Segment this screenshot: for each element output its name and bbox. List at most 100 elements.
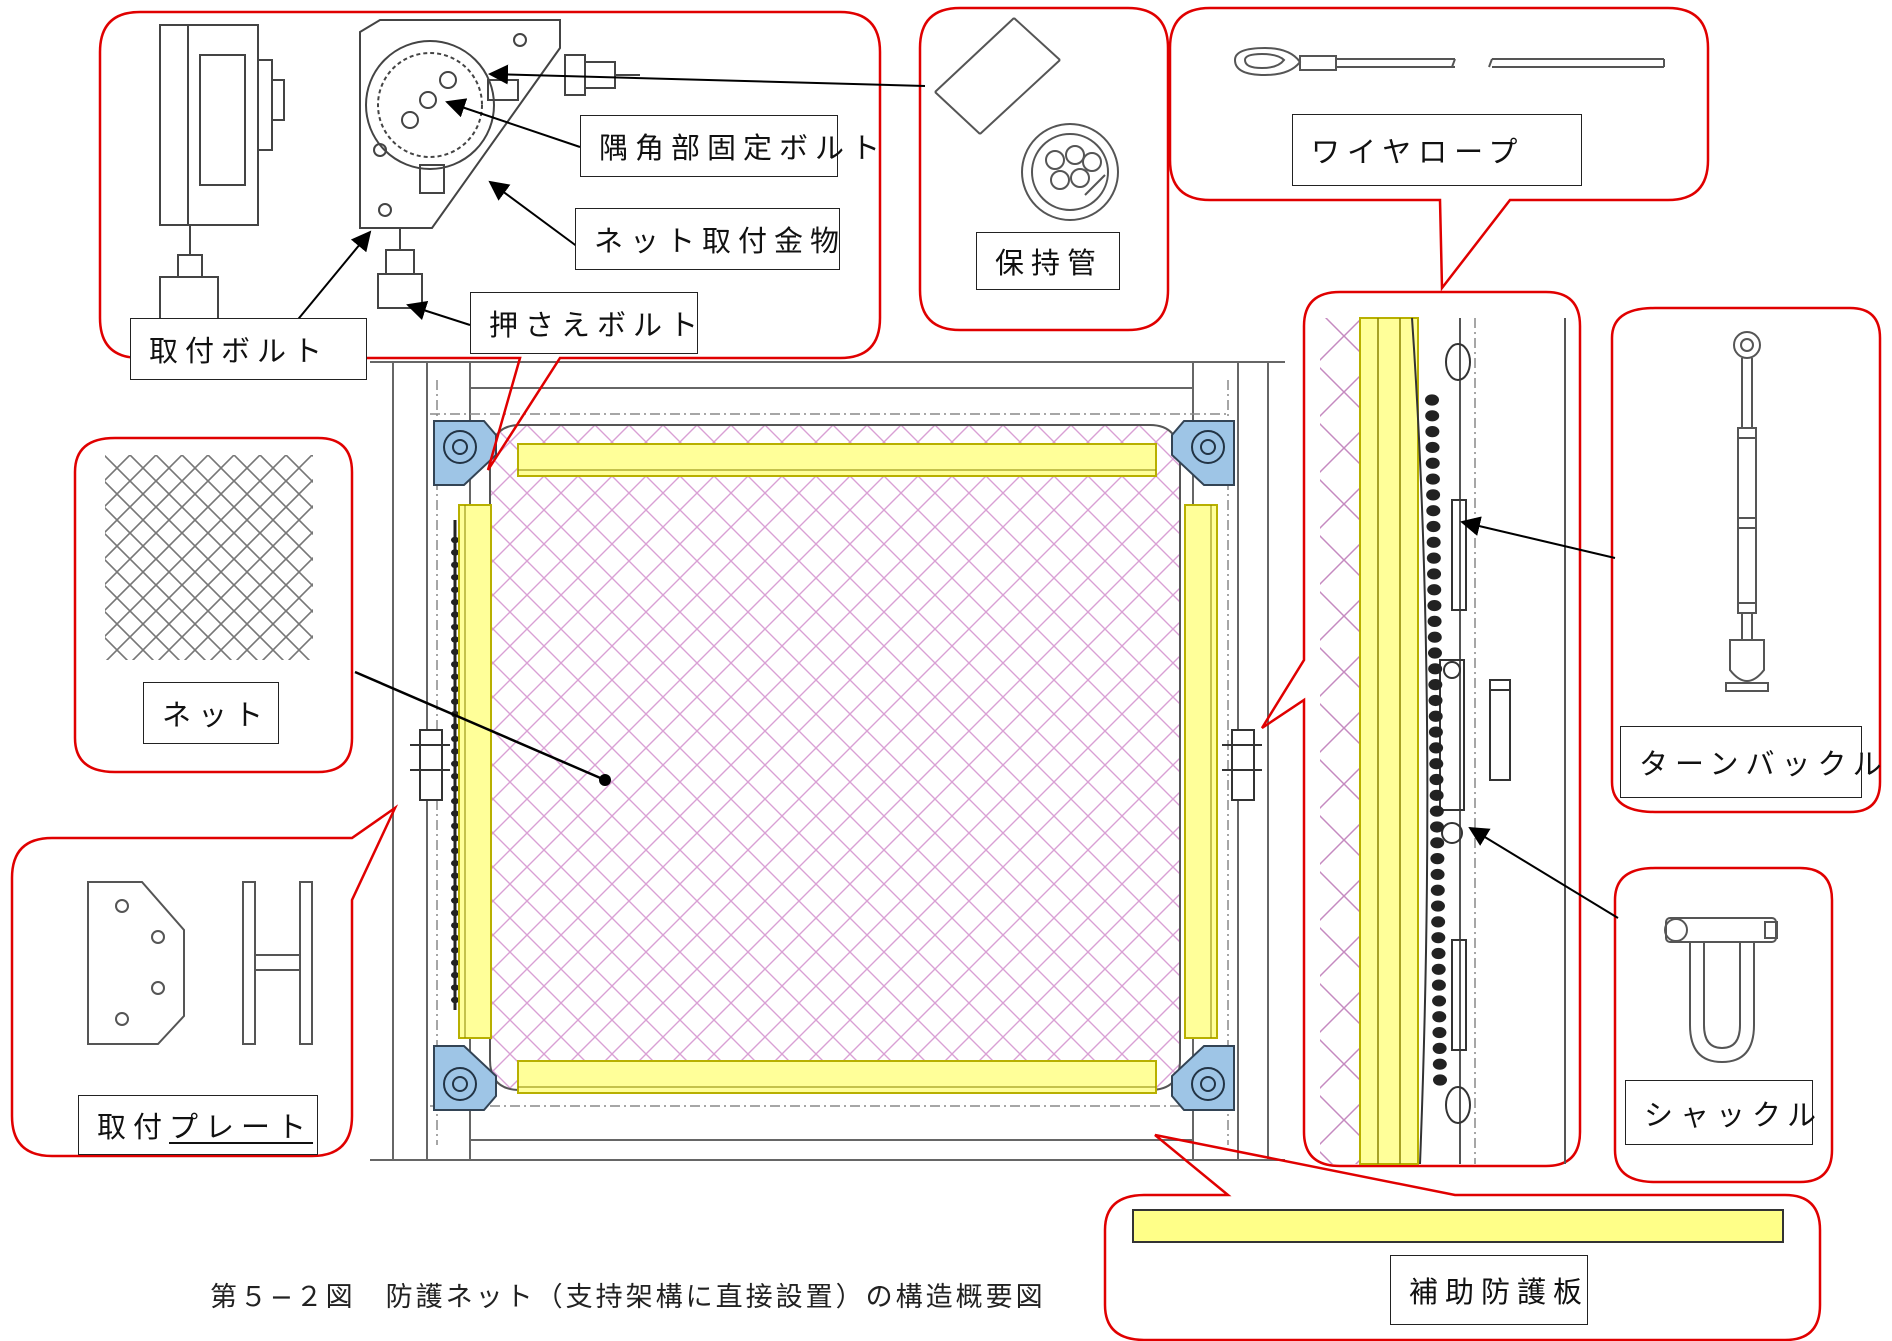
chain-link xyxy=(1425,457,1440,469)
chain-link xyxy=(1429,789,1444,801)
mount-plate-label-a: 取付 xyxy=(97,1110,170,1144)
chain-link xyxy=(1431,979,1446,991)
mount-plate-label: 取付プレート xyxy=(78,1095,318,1155)
net-mesh-sample xyxy=(105,455,313,660)
chain-link xyxy=(1432,1042,1447,1054)
chain-link xyxy=(451,611,459,618)
chain-link xyxy=(1432,1026,1447,1039)
callout-mount-plate xyxy=(10,804,399,1158)
chain-link xyxy=(451,996,459,1004)
chain-link xyxy=(1427,599,1442,612)
chain-link xyxy=(1425,473,1440,485)
figure-caption: 第５−２図 防護ネット（支持架構に直接設置）の構造概要図 xyxy=(210,1282,1046,1313)
net-panel xyxy=(489,424,1181,1091)
net-label: ネット xyxy=(143,682,279,744)
wire-rope-label: ワイヤロープ xyxy=(1292,114,1582,186)
chain-link xyxy=(1428,663,1443,675)
chain-link xyxy=(451,760,459,767)
chain-link xyxy=(451,947,459,954)
detail-arrows xyxy=(1460,516,1619,919)
chain-link xyxy=(1425,426,1440,438)
mount-plate-label-b: プレート xyxy=(169,1110,314,1144)
chain-link xyxy=(1430,884,1445,896)
chain-link xyxy=(451,549,459,556)
chain-link xyxy=(451,561,459,569)
callout-wire-rope xyxy=(1168,6,1710,292)
chain-link xyxy=(451,574,459,581)
chain-link xyxy=(451,922,459,929)
callout-holding-tube xyxy=(918,6,1170,332)
callout-shackle xyxy=(1613,866,1834,1184)
callout-turnbuckle xyxy=(1610,306,1882,814)
holding-tube-label: 保持管 xyxy=(976,232,1120,290)
aux-plates-main xyxy=(458,443,1218,1094)
callout-detail xyxy=(1260,290,1582,1168)
chain-link xyxy=(451,735,459,743)
chain-link xyxy=(451,586,459,593)
chain-link xyxy=(1428,710,1443,722)
chain-link xyxy=(451,598,459,606)
chain-link xyxy=(1430,821,1445,833)
chain-link xyxy=(1427,631,1442,643)
side-fittings xyxy=(410,729,1262,801)
chain-link xyxy=(451,536,459,544)
callout-bracket xyxy=(98,10,882,471)
net-leader xyxy=(354,670,606,782)
chain-link xyxy=(451,872,459,879)
chain-link xyxy=(1428,694,1443,707)
chain-link xyxy=(1426,489,1441,501)
chain-link xyxy=(451,934,459,942)
bracket-side-view xyxy=(159,24,285,335)
shackle-label: シャックル xyxy=(1625,1080,1816,1145)
chain-link xyxy=(1431,963,1446,975)
chain-link xyxy=(1428,726,1443,738)
chain-link xyxy=(1432,1011,1447,1023)
chain-link xyxy=(451,822,459,830)
chain-link xyxy=(1429,758,1444,770)
chain-link xyxy=(1426,520,1441,533)
chain-link xyxy=(451,636,459,643)
chain-link xyxy=(451,661,459,668)
net-bracket-label: ネット取付金物 xyxy=(575,208,840,270)
holding-tube-drawing xyxy=(934,17,1119,221)
chain-link xyxy=(451,785,459,792)
chain-link xyxy=(1431,947,1446,960)
chain-link xyxy=(1427,568,1442,580)
turnbuckle-drawing xyxy=(1725,331,1769,692)
chain-link xyxy=(1430,868,1445,881)
chain-link xyxy=(1427,584,1442,596)
chain-link xyxy=(451,623,459,631)
chain-link xyxy=(1429,773,1444,786)
aux-plate-drawing xyxy=(1132,1209,1784,1243)
chain-link xyxy=(1431,932,1446,944)
chain-link xyxy=(451,685,459,693)
turnbuckle-label: ターンバックル xyxy=(1620,726,1882,798)
corner-bolt-label: 隅角部固定ボルト xyxy=(580,115,880,177)
chain-link xyxy=(451,884,459,892)
callout-net xyxy=(73,436,354,774)
chain-link xyxy=(451,698,459,705)
chain-link xyxy=(1428,679,1443,691)
aux-plate-label: 補助防護板 xyxy=(1390,1255,1588,1325)
corner-brackets xyxy=(433,420,1235,1111)
press-bolt-label: 押さえボルト xyxy=(470,292,698,354)
chain-link xyxy=(451,897,459,904)
chain-link xyxy=(1430,853,1445,865)
net-leader-dot xyxy=(599,774,611,786)
mount-plate-drawing xyxy=(87,881,313,1045)
chain-link xyxy=(451,984,459,991)
chain-link xyxy=(1430,900,1445,912)
chain-link xyxy=(1433,1074,1447,1086)
chain-link xyxy=(1431,916,1446,928)
chain-link xyxy=(1426,505,1441,517)
chain-link xyxy=(451,797,459,805)
mount-bolt-label: 取付ボルト xyxy=(130,318,367,380)
chain-link xyxy=(451,847,459,855)
chain-link xyxy=(451,773,459,780)
chain-link xyxy=(1430,837,1445,849)
chain-link xyxy=(451,648,459,656)
detail-panel xyxy=(1320,317,1566,1165)
chain-link xyxy=(1427,647,1442,659)
callouts xyxy=(10,6,1882,1341)
